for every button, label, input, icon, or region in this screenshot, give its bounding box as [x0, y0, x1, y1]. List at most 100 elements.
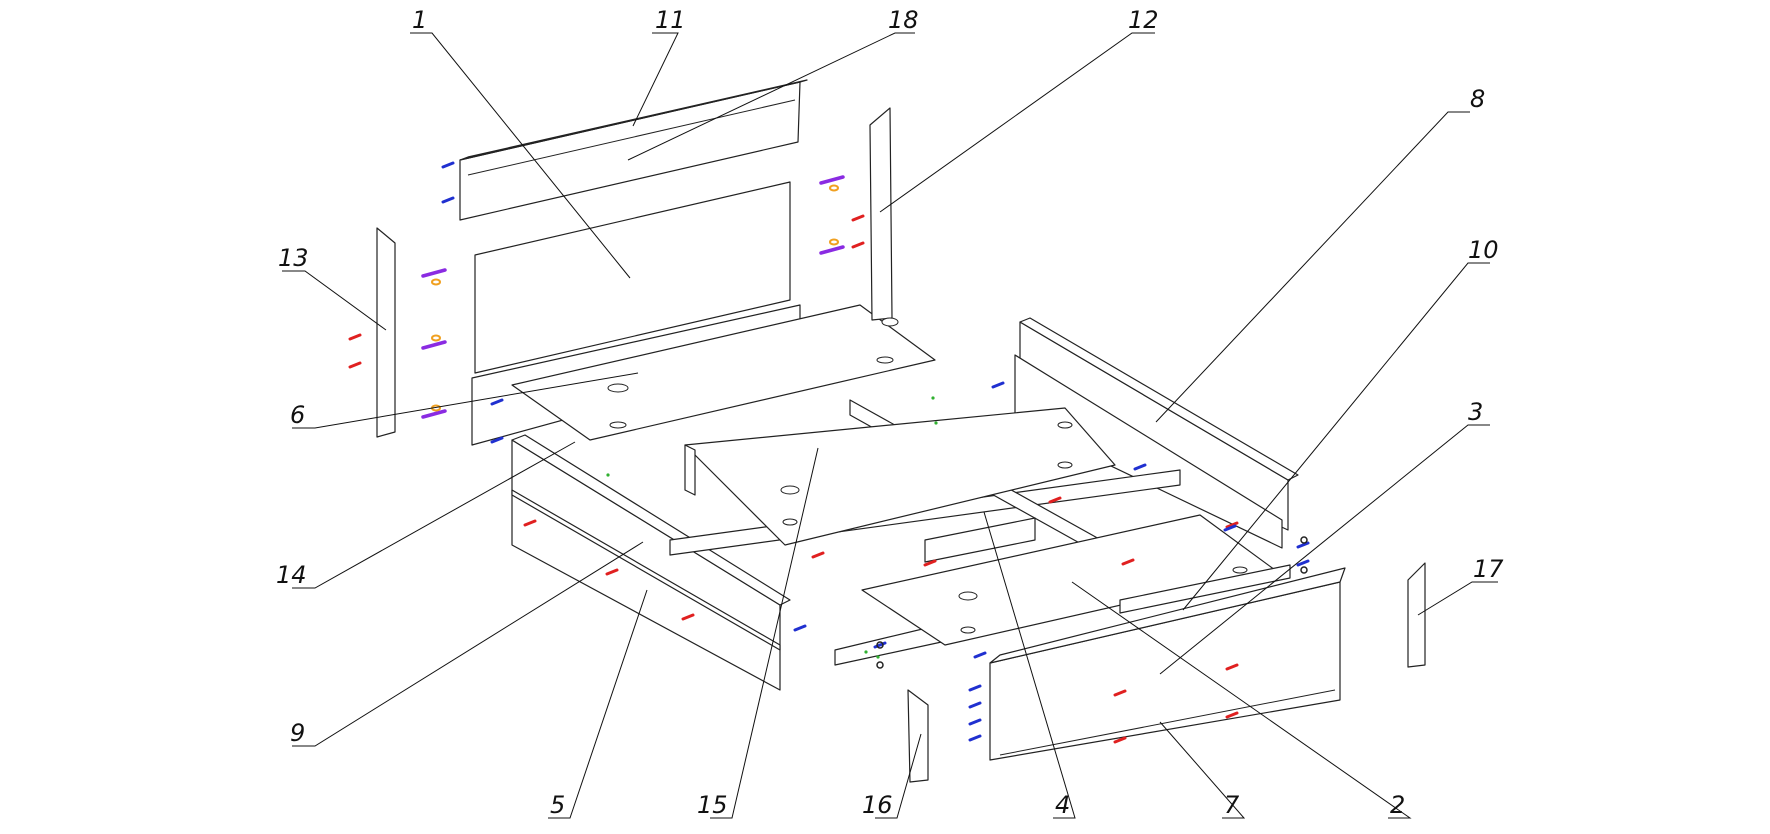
leader-15	[710, 447, 819, 819]
fastener-dowel-44	[606, 473, 610, 477]
callout-18: 18	[888, 6, 919, 34]
leader-8	[1155, 111, 1470, 423]
fastener-screw-22	[1223, 524, 1237, 532]
fastener-screw-15	[1225, 711, 1239, 719]
fastener-screw-7	[811, 551, 825, 559]
fastener-bolt-35	[819, 175, 845, 185]
part-headboard-panel	[474, 181, 791, 374]
callout-12: 12	[1128, 6, 1159, 34]
fastener-screw-3	[851, 241, 865, 249]
fastener-screw-8	[923, 559, 937, 567]
fastener-screw-27	[968, 734, 982, 742]
leader-5	[548, 589, 648, 819]
callout-10: 10	[1468, 236, 1499, 264]
leader-2	[1071, 581, 1412, 819]
callout-5: 5	[550, 791, 565, 819]
fastener-screw-24	[968, 684, 982, 692]
fastener-screw-6	[681, 613, 695, 621]
callout-17: 17	[1473, 555, 1504, 583]
fastener-screw-11	[1225, 521, 1239, 529]
fastener-bolt-32	[421, 268, 447, 278]
fastener-screw-21	[1133, 463, 1147, 471]
leader-12	[879, 32, 1155, 213]
fastener-bolt-34	[421, 409, 447, 419]
fastener-fitting-48	[876, 661, 884, 669]
callout-15: 15	[697, 791, 728, 819]
leader-9	[292, 541, 644, 747]
leader-1	[410, 32, 631, 279]
leader-14	[292, 441, 576, 589]
part-slat-board-middle	[684, 407, 1116, 546]
callout-9: 9	[290, 719, 305, 747]
fastener-screw-19	[490, 436, 504, 444]
fastener-screw-5	[605, 568, 619, 576]
callout-8: 8	[1470, 85, 1485, 113]
callout-14: 14	[276, 561, 307, 589]
fastener-screw-4	[523, 519, 537, 527]
fastener-screw-10	[1121, 558, 1135, 566]
leader-13	[282, 270, 387, 331]
fastener-screw-28	[1296, 541, 1310, 549]
fastener-screw-0	[348, 333, 362, 341]
part-footboard	[989, 567, 1346, 761]
callout-4: 4	[1055, 791, 1070, 819]
fastener-dowel-46	[876, 655, 880, 659]
leader-6	[292, 372, 639, 429]
fastener-fitting-47	[876, 641, 884, 649]
callout-16: 16	[862, 791, 893, 819]
callout-7: 7	[1224, 791, 1240, 819]
fastener-screw-29	[1296, 559, 1310, 567]
fastener-fitting-50	[1300, 566, 1308, 574]
fastener-bolt-36	[819, 245, 845, 255]
leader-17	[1417, 581, 1498, 616]
fastener-screw-23	[793, 624, 807, 632]
leader-18	[627, 32, 915, 161]
part-headboard-rail	[459, 79, 808, 221]
fastener-screw-9	[1048, 496, 1062, 504]
part-post-12	[869, 107, 899, 327]
fastener-bolt-33	[421, 340, 447, 350]
leader-11	[632, 32, 679, 127]
callout-leaders	[282, 32, 1498, 819]
fastener-screw-26	[968, 718, 982, 726]
fastener-screw-31	[973, 651, 987, 659]
fastener-screw-13	[1225, 663, 1239, 671]
fastener-washer-41	[829, 238, 839, 246]
fastener-screw-25	[968, 701, 982, 709]
fastener-screw-18	[490, 398, 504, 406]
fastener-screw-17	[441, 196, 455, 204]
fastener-washer-37	[431, 278, 441, 286]
callout-13: 13	[278, 244, 309, 272]
callout-6: 6	[290, 401, 305, 429]
fastener-screw-20	[991, 381, 1005, 389]
part-right-lower-beam	[1119, 564, 1291, 614]
part-post-13	[376, 227, 396, 438]
callout-11: 11	[655, 6, 686, 34]
fastener-screw-2	[851, 214, 865, 222]
leader-16	[875, 733, 922, 819]
fastener-dowel-45	[864, 650, 868, 654]
part-leg-16	[907, 689, 929, 783]
part-left-side-rail	[511, 434, 791, 691]
leader-4	[983, 511, 1076, 819]
part-right-side-rail	[1014, 317, 1299, 549]
part-leg-17	[1407, 562, 1426, 668]
callout-2: 2	[1390, 791, 1405, 819]
fastener-fitting-49	[1300, 536, 1308, 544]
fastener-washer-38	[431, 334, 441, 342]
leader-3	[1159, 424, 1490, 675]
part-cross-support-4	[924, 517, 1036, 563]
fastener-screw-1	[348, 361, 362, 369]
fastener-dowel-42	[931, 396, 935, 400]
callout-labels: 1 2 3 4 5 6 7 8 9 10 11 12 13 14 15 16 1…	[276, 6, 1504, 819]
fastener-dowel-43	[934, 421, 938, 425]
fastener-washer-40	[829, 184, 839, 192]
part-head-cross-panel	[471, 304, 936, 446]
callout-1: 1	[412, 6, 427, 34]
callout-3: 3	[1468, 398, 1483, 426]
leader-10	[1182, 262, 1490, 611]
fastener-screw-16	[441, 161, 455, 169]
fastener-screw-14	[1113, 736, 1127, 744]
leader-7	[1159, 721, 1246, 819]
